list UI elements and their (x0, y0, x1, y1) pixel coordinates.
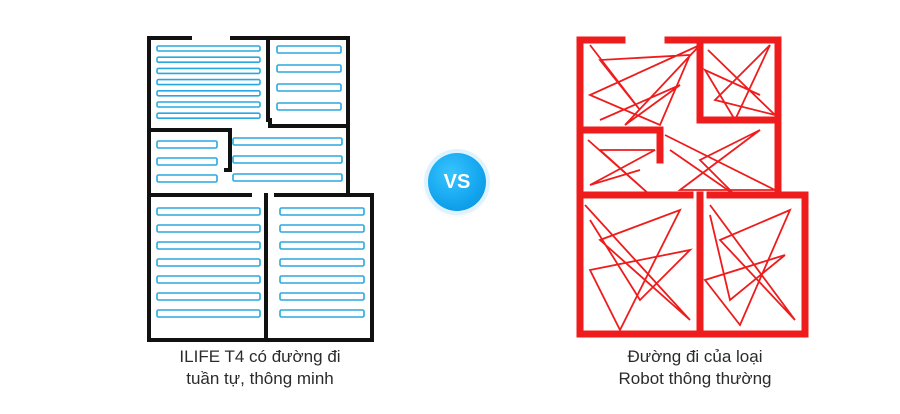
red-floorplan-walls (576, 36, 809, 338)
cleaning-stripe (156, 140, 218, 149)
cleaning-stripe (156, 157, 218, 166)
right-caption-line2: Robot thông thường (618, 369, 772, 388)
random-path (584, 204, 693, 333)
right-caption: Đường đi của loại Robot thông thường (580, 346, 810, 390)
vs-badge: VS (428, 153, 486, 211)
random-path (587, 44, 701, 127)
cleaning-stripe (232, 173, 343, 182)
left-caption-line2: tuần tự, thông minh (186, 369, 334, 388)
cleaning-stripe (156, 207, 261, 216)
cleaning-stripe (279, 258, 365, 267)
cleaning-stripe (276, 64, 342, 73)
cleaning-stripe (156, 275, 261, 284)
left-caption: ILIFE T4 có đường đi tuần tự, thông minh (150, 346, 370, 390)
cleaning-stripe (276, 45, 342, 54)
cleaning-stripe (279, 292, 365, 301)
cleaning-stripe (156, 309, 261, 318)
cleaning-stripe (276, 83, 342, 92)
cleaning-stripe (232, 155, 343, 164)
random-path (702, 44, 779, 122)
cleaning-stripe (279, 275, 365, 284)
cleaning-stripe (156, 241, 261, 250)
cleaning-stripe (156, 56, 261, 64)
random-path (664, 129, 776, 196)
sequential-cleaning-paths (156, 45, 365, 318)
cleaning-stripe (156, 224, 261, 233)
vs-label: VS (443, 170, 471, 193)
random-cleaning-paths (584, 44, 796, 333)
cleaning-stripe (156, 78, 261, 86)
cleaning-stripe (156, 90, 261, 97)
cleaning-stripe (279, 224, 365, 233)
cleaning-stripe (156, 67, 261, 75)
cleaning-stripe (156, 101, 261, 108)
cleaning-stripe (279, 241, 365, 250)
cleaning-stripe (279, 309, 365, 318)
cleaning-stripe (156, 174, 218, 183)
cleaning-stripe (156, 258, 261, 267)
random-path (703, 204, 796, 327)
left-caption-line1: ILIFE T4 có đường đi (179, 347, 341, 366)
cleaning-stripe (156, 292, 261, 301)
cleaning-stripe (156, 45, 261, 52)
right-caption-line1: Đường đi của loại (627, 347, 763, 366)
random-path (587, 139, 656, 196)
black-floorplan-walls (147, 36, 374, 342)
cleaning-stripe (276, 102, 342, 111)
cleaning-stripe (156, 112, 261, 119)
cleaning-stripe (232, 137, 343, 146)
cleaning-stripe (279, 207, 365, 216)
